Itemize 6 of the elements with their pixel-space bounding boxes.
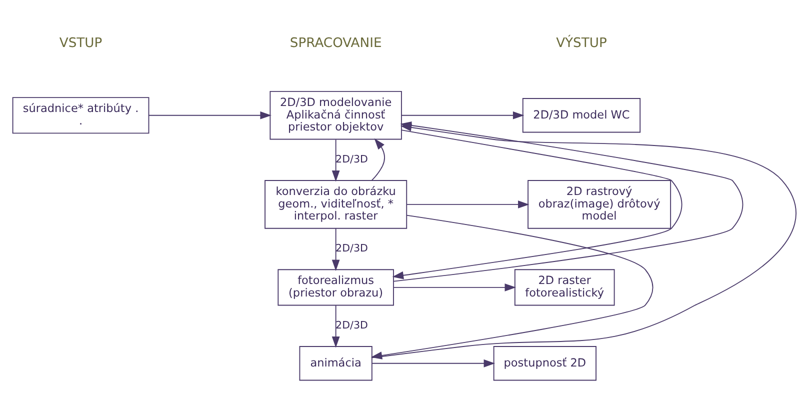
edge-label: 2D/3D: [336, 242, 368, 254]
edge-label: 2D/3D: [336, 153, 368, 166]
label: VSTUP: [59, 36, 102, 51]
edge-label: 2D/3D: [336, 318, 368, 331]
label: SPRACOVANIE: [290, 36, 382, 51]
label: VÝSTUP: [556, 36, 607, 51]
